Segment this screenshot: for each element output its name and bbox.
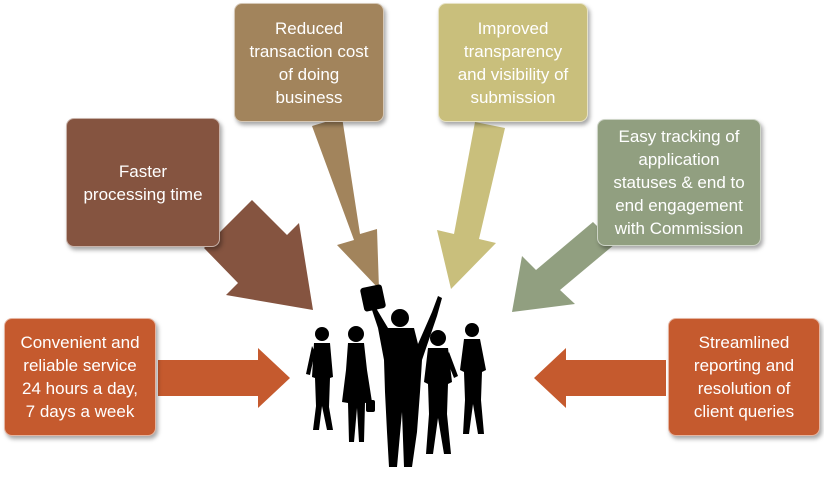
benefit-box-convenient-service: Convenient and reliable service 24 hours… — [4, 318, 156, 436]
arrow-left-top — [204, 200, 313, 310]
benefit-box-faster-processing: Faster processing time — [66, 118, 220, 247]
benefit-box-easy-tracking: Easy tracking of application statuses & … — [597, 119, 761, 246]
arrow-right-top — [512, 222, 615, 312]
benefit-box-streamlined-reporting: Streamlined reporting and resolution of … — [668, 318, 820, 436]
benefit-box-improved-transparency: Improved transparency and visibility of … — [438, 3, 588, 122]
arrow-top-right — [437, 122, 505, 289]
person-silhouette-5 — [460, 323, 486, 434]
arrow-right-bottom — [534, 348, 666, 408]
benefit-box-reduced-cost: Reduced transaction cost of doing busine… — [234, 3, 384, 122]
business-people-silhouette-icon — [306, 284, 486, 467]
person-silhouette-4 — [424, 330, 458, 454]
arrow-left-bottom — [158, 348, 290, 408]
person-silhouette-1 — [306, 327, 333, 430]
person-silhouette-2 — [342, 326, 375, 442]
person-silhouette-3 — [360, 284, 442, 467]
arrow-top-left — [312, 117, 379, 289]
